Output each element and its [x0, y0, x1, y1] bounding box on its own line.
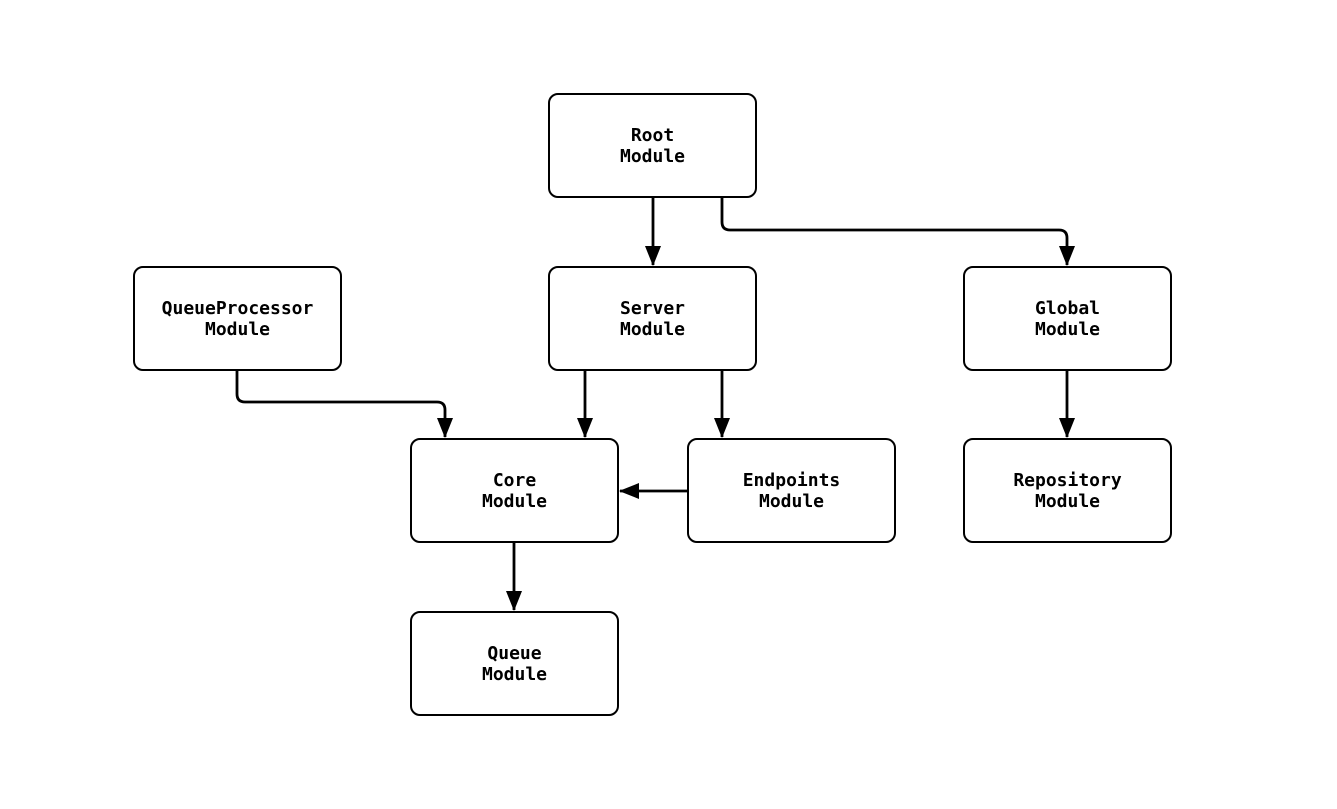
node-label-line: Queue [487, 642, 542, 664]
edge-queueprocessor-to-core [235, 371, 453, 438]
node-label-line: Module [758, 490, 825, 512]
node-label-line: Module [1034, 318, 1101, 340]
node-label-line: Module [481, 490, 548, 512]
edge-root-to-global [720, 198, 1075, 266]
edge-group [235, 198, 1075, 611]
node-label-line: Module [481, 663, 548, 685]
node-label-line: Module [1034, 490, 1101, 512]
node-label-line: Endpoints [742, 469, 841, 491]
node-label-line: QueueProcessor [161, 297, 314, 319]
node-label-line: Module [619, 318, 686, 340]
node-label-line: Repository [1013, 469, 1122, 491]
node-label-line: Server [619, 297, 686, 319]
node-label-line: Module [204, 318, 271, 340]
node-label-line: Module [619, 145, 686, 167]
node-label-line: Global [1034, 297, 1101, 319]
node-label-line: Core [492, 469, 537, 491]
node-label-line: Root [630, 124, 675, 146]
